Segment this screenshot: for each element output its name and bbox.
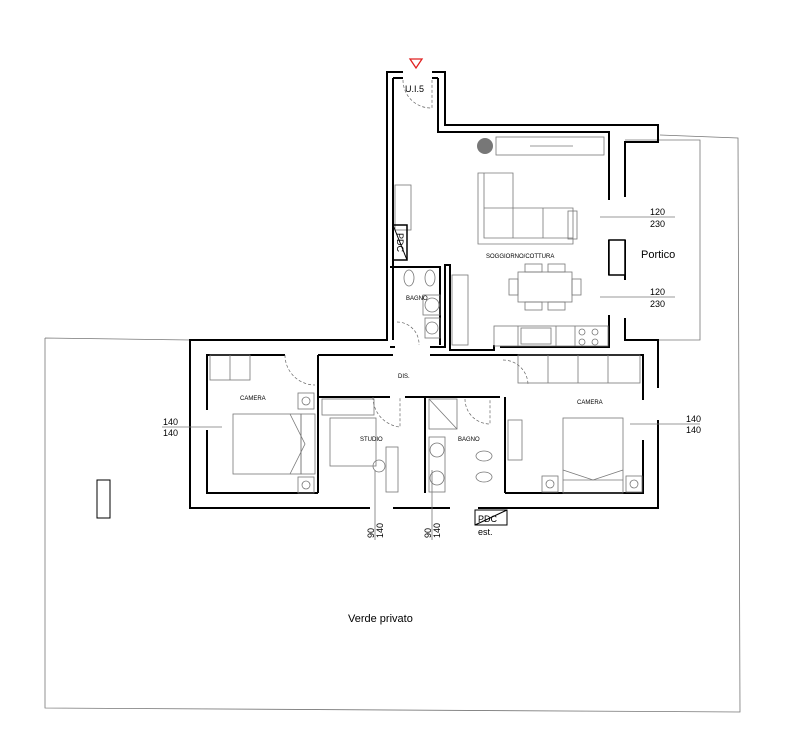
window-bedroom-left-height: 140: [163, 428, 178, 438]
room-label-garden: Verde privato: [348, 613, 413, 625]
pdc-external-sub: est.: [478, 527, 493, 537]
plant-icon: [477, 138, 493, 154]
hall-door: [502, 359, 529, 386]
room-label-bath-upper: BAGNO: [406, 296, 428, 302]
room-label-porch: Portico: [641, 249, 675, 261]
closet-icon: [394, 184, 469, 346]
interior-wall: [206, 77, 644, 494]
room-label-hall: DIS.: [398, 374, 410, 380]
bedroom-right-furniture: [507, 354, 643, 494]
room-label-bedroom-right: CAMERA: [577, 400, 603, 406]
bedroom-left-door: [284, 354, 316, 386]
sofa-icon: [477, 172, 574, 245]
window-bath-width: 90: [423, 528, 433, 538]
room-label-bath-lower: BAGNO: [458, 437, 480, 443]
study-door: [372, 396, 401, 428]
window-study-width: 90: [366, 528, 376, 538]
window-living-bottom-width: 120: [650, 287, 665, 297]
kitchen-counter-icon: [493, 325, 609, 347]
tv-cabinet: [495, 136, 605, 156]
pdc-external-label: PDC: [478, 514, 498, 524]
window-living-top-height: 230: [650, 219, 665, 229]
window-bath-height: 140: [432, 523, 442, 538]
entry-door-swing: [402, 79, 433, 109]
lower-bath-fixtures: [428, 398, 493, 493]
upper-bath-fixtures: [403, 269, 441, 339]
window-bedroom-right-height: 140: [686, 425, 701, 435]
dining-table-icon: [508, 263, 582, 311]
unit-label: U.I.5: [405, 84, 424, 94]
dimension-lines: [162, 216, 700, 540]
entrance-marker-icon: [408, 58, 424, 70]
lower-bath-door: [464, 398, 491, 425]
room-label-bedroom-left: CAMERA: [240, 396, 266, 402]
window-living-bottom-height: 230: [650, 299, 665, 309]
room-label-living: SOGGIORNO/COTTURA: [486, 254, 554, 260]
room-label-study: STUDIO: [360, 437, 383, 443]
window-bedroom-left-width: 140: [163, 417, 178, 427]
window-bedroom-right-width: 140: [686, 414, 701, 424]
upper-bath-wall: [390, 264, 495, 351]
window-living-top-width: 120: [650, 207, 665, 217]
sofa-arm: [567, 210, 578, 240]
garden-element: [96, 479, 111, 519]
bedroom-left-furniture: [209, 354, 316, 494]
exterior-wall: [189, 71, 659, 509]
pillar: [608, 239, 626, 276]
upper-bath-door: [396, 321, 420, 346]
window-study-height: 140: [375, 523, 385, 538]
porch-outline: [625, 139, 701, 341]
property-boundary: [44, 134, 741, 713]
pdc-external: PDC est.: [474, 509, 508, 537]
pdc-internal-label: PDC: [395, 233, 405, 253]
pdc-internal: PDC: [392, 224, 408, 261]
study-furniture: [321, 398, 399, 493]
